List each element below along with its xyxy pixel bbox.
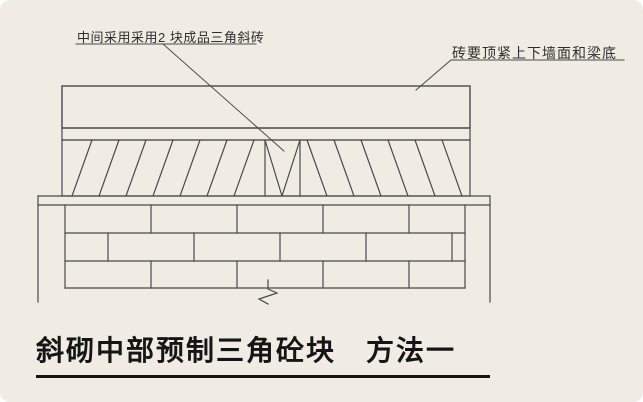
leader-lines xyxy=(75,43,625,152)
drawing-title: 斜砌中部预制三角砼块 方法一 xyxy=(36,329,490,378)
wall-face-edges xyxy=(64,204,466,289)
leader-top-left xyxy=(75,43,285,152)
head-joints-row3 xyxy=(150,260,410,289)
diagonal-bricks-right xyxy=(306,139,463,197)
triangle-bricks-center xyxy=(264,139,301,197)
annotation-center-triangle-bricks: 中间采用采用2 块成品三角斜砖 xyxy=(77,30,265,45)
beam-section-hatched xyxy=(61,85,471,129)
diagonal-brick-course xyxy=(61,139,471,197)
annotation-press-tight: 砖要顶紧上下墙面和梁底 xyxy=(452,45,617,61)
leader-top-right xyxy=(415,59,625,91)
head-joints-row2 xyxy=(107,232,453,262)
break-mark xyxy=(257,279,279,305)
head-joints-row1 xyxy=(150,204,410,234)
mortar-strip xyxy=(61,127,471,141)
diagonal-bricks-left xyxy=(71,139,255,197)
bed-joints xyxy=(64,232,466,289)
wall-outer-edges xyxy=(37,195,491,303)
stretcher-bond-wall xyxy=(37,195,491,303)
